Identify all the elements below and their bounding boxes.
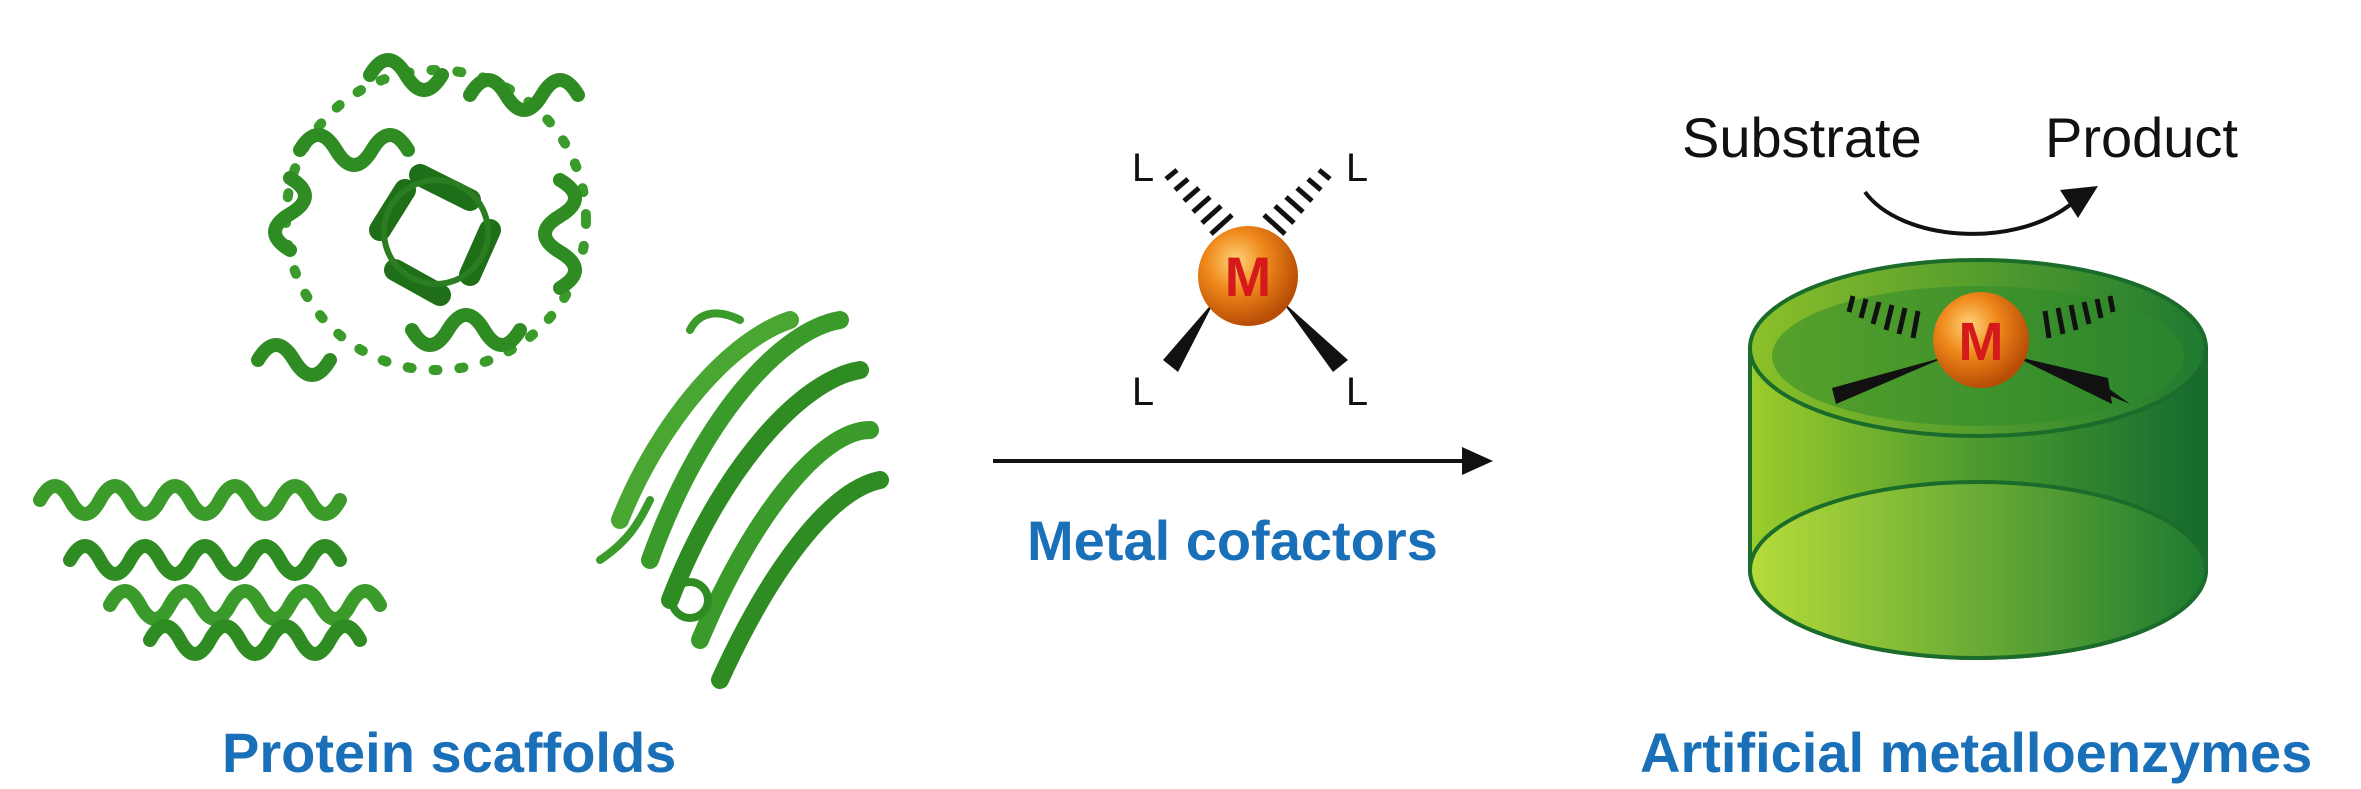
metal-cofactor-group: M L L L L bbox=[1132, 146, 1368, 414]
protein-scaffolds-label: Protein scaffolds bbox=[222, 721, 677, 784]
ligand-label-bottom-left: L bbox=[1132, 370, 1154, 414]
hashed-bond-upper-right bbox=[1262, 168, 1332, 236]
product-label: Product bbox=[2045, 106, 2238, 169]
beta-barrel-structure bbox=[596, 309, 889, 689]
artificial-metalloenzymes-label: Artificial metalloenzymes bbox=[1640, 721, 2313, 784]
hashed-bond-upper-left bbox=[1164, 168, 1234, 236]
ligand-label-bottom-right: L bbox=[1346, 370, 1368, 414]
barrel-inner-floor bbox=[1748, 480, 2208, 660]
artificial-metalloenzyme-group: M bbox=[1748, 186, 2208, 660]
helical-bundle-structure bbox=[33, 479, 387, 661]
ring-protein-structure bbox=[251, 53, 591, 382]
ligand-label-top-right: L bbox=[1346, 146, 1368, 190]
embedded-metal-sphere bbox=[1933, 292, 2029, 388]
substrate-label: Substrate bbox=[1682, 106, 1922, 169]
ligand-label-top-left: L bbox=[1132, 146, 1154, 190]
catalysis-arrow bbox=[1863, 186, 2098, 236]
metal-center-sphere bbox=[1198, 226, 1298, 326]
reaction-arrow bbox=[993, 447, 1493, 475]
protein-scaffolds-group bbox=[33, 53, 889, 689]
embedded-metal-symbol: M bbox=[1959, 312, 2004, 372]
metal-cofactors-label: Metal cofactors bbox=[1027, 509, 1438, 572]
wedge-bond-lower-right bbox=[1281, 300, 1348, 372]
wedge-bond-lower-left bbox=[1163, 300, 1215, 372]
embedded-cofactor: M bbox=[1832, 292, 2130, 404]
metal-symbol: M bbox=[1225, 245, 1272, 308]
